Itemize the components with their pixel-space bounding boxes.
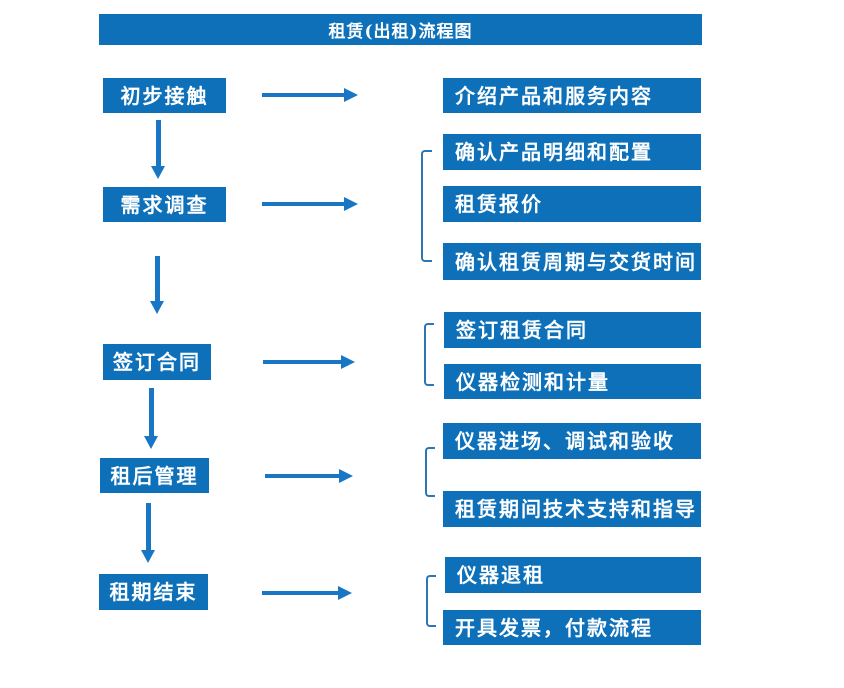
arrow-down-icon-4 bbox=[141, 503, 155, 563]
arrow-right-icon-3 bbox=[263, 355, 355, 369]
output-box-sign-rental-contract: 签订租赁合同 bbox=[444, 312, 701, 348]
output-box-instrument-entry-acceptance: 仪器进场、调试和验收 bbox=[443, 423, 701, 459]
step-box-demand-survey: 需求调查 bbox=[103, 187, 226, 222]
arrow-down-icon-3 bbox=[144, 388, 158, 449]
arrow-down-icon-2 bbox=[150, 256, 164, 314]
page-title: 租赁(出租)流程图 bbox=[328, 22, 473, 42]
step-box-rental-period-end: 租期结束 bbox=[99, 574, 208, 610]
arrow-right-icon-1 bbox=[262, 88, 358, 102]
bracket-group-rental-end-outputs bbox=[426, 575, 436, 627]
output-box-invoice-payment-process: 开具发票，付款流程 bbox=[443, 610, 701, 645]
bracket-group-demand-survey-outputs bbox=[421, 150, 432, 262]
output-box-confirm-rental-period-delivery: 确认租赁周期与交货时间 bbox=[443, 243, 701, 280]
arrow-right-icon-2 bbox=[262, 197, 358, 211]
arrow-right-icon-5 bbox=[262, 586, 352, 600]
bracket-group-post-rental-outputs bbox=[425, 447, 435, 497]
output-box-introduce-products-services: 介绍产品和服务内容 bbox=[443, 78, 701, 113]
output-box-instrument-return: 仪器退租 bbox=[445, 557, 701, 593]
output-box-rental-quotation: 租赁报价 bbox=[443, 186, 701, 222]
arrow-down-icon-1 bbox=[151, 120, 165, 179]
bracket-group-sign-contract-outputs bbox=[424, 323, 434, 386]
title-bar: 租赁(出租)流程图 bbox=[99, 14, 702, 45]
output-box-technical-support-guidance: 租赁期间技术支持和指导 bbox=[443, 491, 701, 527]
step-box-post-rental-management: 租后管理 bbox=[100, 458, 209, 493]
step-box-sign-contract: 签订合同 bbox=[103, 344, 211, 380]
step-box-initial-contact: 初步接触 bbox=[103, 78, 226, 113]
arrow-right-icon-4 bbox=[265, 469, 353, 483]
output-box-instrument-testing-measurement: 仪器检测和计量 bbox=[444, 364, 701, 399]
output-box-confirm-product-details-config: 确认产品明细和配置 bbox=[443, 134, 701, 170]
